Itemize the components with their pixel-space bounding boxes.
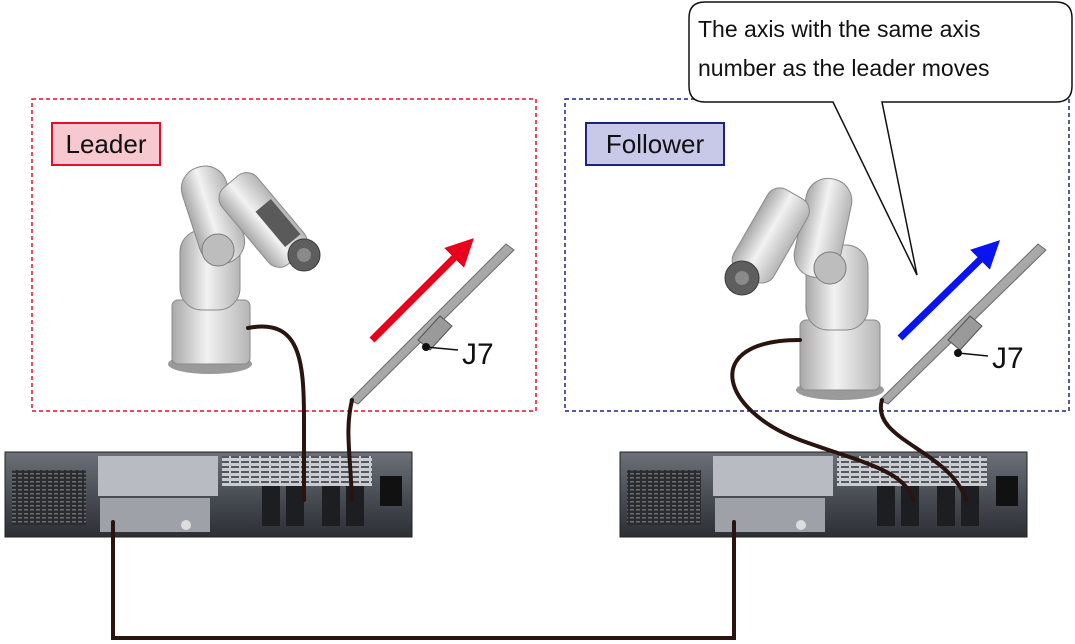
callout-line-1: The axis with the same axis [698,16,981,42]
leader-axis-cable [346,398,354,502]
callout-line-2: number as the leader moves [698,55,990,81]
leader-zone-border [31,98,537,412]
linear-axis-icon [879,243,1047,405]
leader-robot-cable [246,324,306,502]
follower-label-box [585,122,725,166]
controller-icon [619,451,1028,538]
follower-robot-cable [730,338,915,502]
follower-axis-leader-line [957,352,989,357]
follower-axis-cable [878,398,968,502]
controller-icon [4,451,413,538]
leader-label: Leader [66,129,147,159]
leader-axis-dot [422,343,430,351]
follower-motion-arrow [897,240,1001,341]
controller-link-cable [111,520,736,640]
follower-label: Follower [606,129,705,159]
leader-axis-leader-line [425,346,459,351]
follower-axis-label: J7 [992,342,1024,375]
follower-axis-dot [954,349,962,357]
leader-axis-label: J7 [462,338,494,371]
leader-label-box [51,122,161,166]
robot-arm-icon [168,165,321,374]
leader-motion-arrow [369,238,474,343]
callout-bubble [688,1,1073,276]
cables [111,324,968,640]
linear-axis-icon [349,243,515,405]
robot-arm-icon [724,177,884,400]
